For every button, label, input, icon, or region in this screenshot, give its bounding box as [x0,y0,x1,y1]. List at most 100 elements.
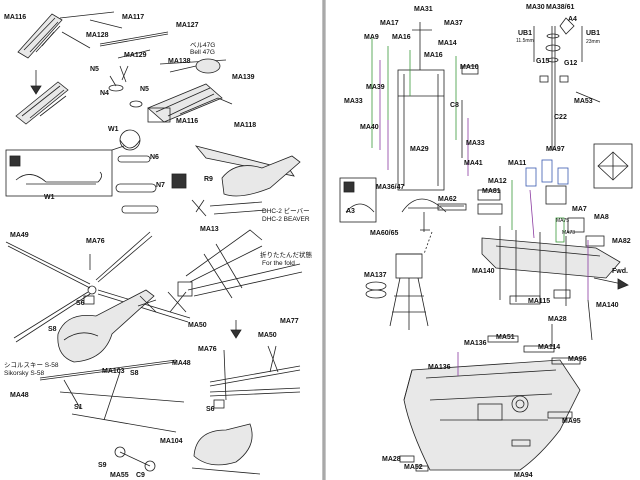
label-ma116: MA116 [176,118,199,125]
label-ma33: MA33 [466,140,485,147]
small-parts-n4-n5 [108,75,143,108]
label-ma97: MA97 [546,146,565,153]
label-ub1: UB1 [586,30,601,37]
railing-set [477,180,605,247]
label-g12: G12 [564,60,578,67]
label-ma137: MA137 [364,272,387,279]
label-ma136: MA136 [428,364,451,371]
label-ma50: MA50 [188,322,207,329]
callout-box-w1 [5,145,125,197]
sikorsky-s58-fuselage [57,289,187,363]
label-ma33: MA33 [344,98,363,105]
label-n5: N5 [90,66,99,73]
note-fold-jp: 折りたたんだ状態 [260,252,312,259]
label-s6: S6 [206,406,215,413]
label-ma48: MA48 [10,392,29,399]
label-ma7: MA7 [572,206,587,213]
label-ma140: MA140 [596,302,619,309]
note-dim-23mm: 23mm [586,39,600,45]
label-ma38-61: MA38/61 [546,4,575,11]
mast-frame [397,22,445,191]
left-page-diagram [5,11,303,475]
forward-arrow [593,277,629,290]
note-fold-en: For the fold [262,260,295,267]
label-s8: S8 [130,370,139,377]
label-ma17: MA17 [380,20,399,27]
page-fold [322,0,326,480]
label-ub1: UB1 [518,30,533,37]
label-ma103: MA103 [102,368,125,375]
arrow-down-1 [30,70,42,95]
label-ma55: MA55 [110,472,129,479]
label-ma12: MA12 [488,178,507,185]
note-beaver-jp: DHC-2 ビーバー [262,208,310,215]
label-ma76: MA76 [86,238,105,245]
rotor-blade-assembly-top [17,11,123,59]
label-ma104: MA104 [160,438,183,445]
label-ma81: MA81 [482,188,501,195]
note-sikorsky-jp: シコルスキー S-58 [4,362,59,369]
label-ma37: MA37 [444,20,463,27]
ma97-frames [525,159,569,205]
label-ma140: MA140 [472,268,495,275]
label-ma30: MA30 [526,4,545,11]
label-ma10: MA10 [460,64,479,71]
note-dim-11-5mm: 11.5mm [516,38,534,44]
label-ma73: MA73 [562,230,576,236]
label-ma62: MA62 [438,196,457,203]
label-ma49: MA49 [10,232,29,239]
label-n5: N5 [140,86,149,93]
label-ma127: MA127 [176,22,199,29]
dhc2-beaver-model [171,145,301,217]
ma62-rails [437,203,467,211]
label-fwd: Fwd. [612,268,628,275]
label-ma118: MA118 [234,122,257,129]
label-ma75: MA75 [556,218,570,224]
label-ma128: MA128 [86,32,109,39]
label-ma16: MA16 [424,52,443,59]
label-c22: C22 [554,114,567,121]
label-n7: N7 [156,182,165,189]
part-w1 [119,129,141,151]
label-ma77: MA77 [280,318,299,325]
note-beaver-en: DHC-2 BEAVER [262,216,310,223]
label-ma28: MA28 [548,316,567,323]
note-bell-en: Bell 47G [190,49,215,56]
label-ma48: MA48 [172,360,191,367]
label-ma13: MA13 [200,226,219,233]
part-ma128-ma129 [99,31,169,83]
label-ma11: MA11 [508,160,527,167]
label-w1: W1 [108,126,119,133]
label-n4: N4 [100,90,109,97]
label-ma14: MA14 [438,40,457,47]
label-ma52: MA52 [404,464,423,471]
s58-folded-model [191,345,301,475]
label-ma114: MA114 [538,344,561,351]
label-ma136: MA136 [464,340,487,347]
label-ma139: MA139 [232,74,255,81]
ship-hull [403,359,581,471]
label-ma117: MA117 [122,14,145,21]
label-ma29: MA29 [410,146,429,153]
vertical-rods-left [371,38,411,170]
label-ma96: MA96 [568,356,587,363]
diamond-detail [593,143,633,189]
s58-gear-parts [39,359,185,472]
radar-dish-detail [339,177,447,232]
label-ma9: MA9 [364,34,379,41]
ub1-parts [533,26,601,103]
label-ma82: MA82 [612,238,631,245]
tall-pole [539,17,575,150]
label-s9: S9 [98,462,107,469]
label-w1: W1 [44,194,55,201]
label-s6: S6 [76,300,85,307]
label-ma31: MA31 [414,6,433,13]
deck-railings [399,324,581,472]
label-c9: C9 [136,472,145,479]
tower-structure [481,226,621,341]
label-ma138: MA138 [168,58,191,65]
label-a3: A3 [346,208,355,215]
note-sikorsky-en: Sikorsky S-58 [4,370,45,377]
